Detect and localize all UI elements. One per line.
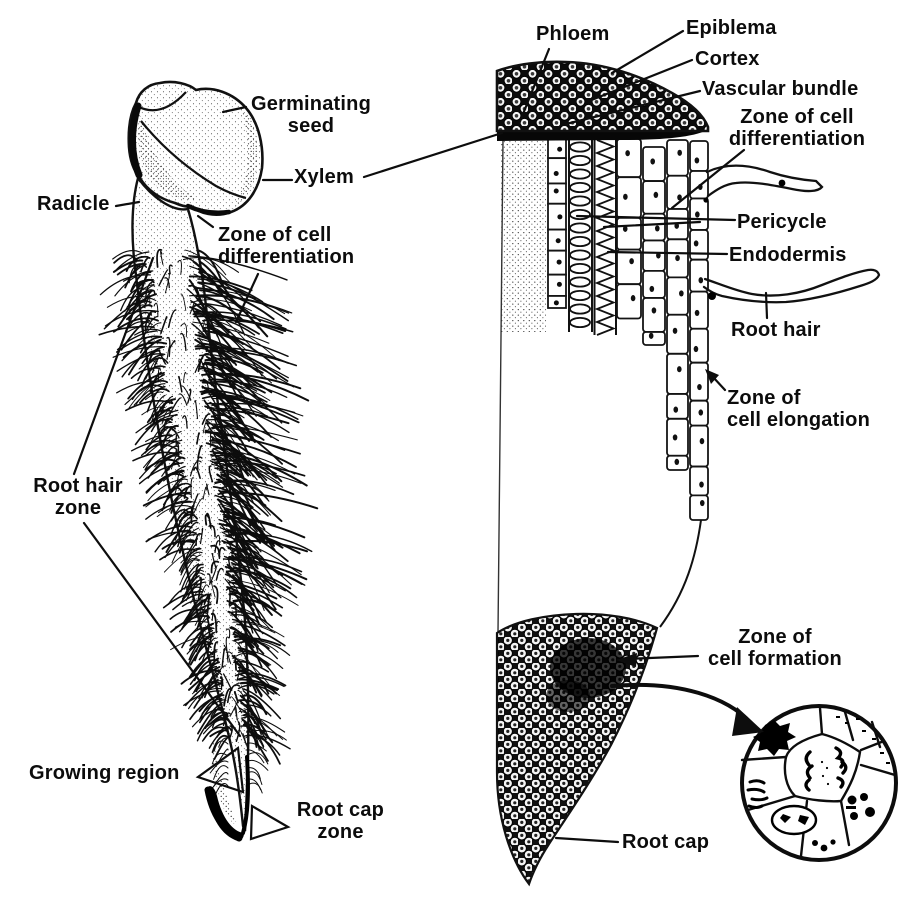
- leader-zone-differentiation-left-2: [234, 272, 260, 324]
- label-line: differentiation: [728, 128, 866, 150]
- label-line: Germinating: [251, 93, 371, 115]
- seed-dark-crescent: [129, 102, 143, 179]
- seed-shading-left: [138, 112, 196, 200]
- root-hair-strokes: [98, 248, 319, 796]
- root-hair-lower-nucleus: [708, 292, 716, 300]
- root-cap-zone-bracket: [249, 804, 291, 841]
- leader-root-hair-zone-upper: [72, 256, 155, 476]
- leader-root-hair: [764, 291, 769, 320]
- mitosis-inset: [740, 704, 898, 862]
- label-line: cell formation: [708, 648, 842, 670]
- label-radicle: Radicle: [37, 193, 110, 215]
- arrowheads: [616, 369, 764, 736]
- label-zone-differentiation-right: Zone of cell differentiation: [722, 106, 872, 150]
- label-root-hair: Root hair: [731, 319, 821, 341]
- section-left-outline: [497, 138, 504, 633]
- section-cell-columns: [547, 138, 709, 521]
- leader-phloem: [517, 47, 551, 126]
- label-line: zone: [54, 497, 102, 519]
- label-xylem: Xylem: [294, 166, 354, 188]
- label-epiblema: Epiblema: [686, 17, 777, 39]
- seedling-figure: [98, 80, 319, 842]
- leader-epiblema: [610, 29, 685, 75]
- seedling-root-cap-arc: [204, 786, 243, 842]
- root-hair-upper-nucleus: [778, 179, 786, 187]
- meristem-dark-cluster-2: [546, 680, 590, 712]
- label-endodermis: Endodermis: [729, 244, 847, 266]
- leader-endodermis: [606, 250, 729, 256]
- leader-vascular-bundle: [564, 89, 702, 126]
- label-zone-differentiation-left: Zone of cell differentiation: [218, 224, 354, 268]
- seed-base-shadow: [185, 203, 232, 215]
- label-germinating-seed: Germinating seed: [247, 93, 375, 137]
- zone-formation-arrowhead: [616, 653, 637, 667]
- label-line: Zone of cell: [218, 224, 332, 246]
- seed-shading-right: [231, 112, 258, 210]
- label-zone-elongation: Zone of cell elongation: [727, 387, 870, 431]
- leader-radicle: [114, 200, 141, 208]
- inset-arrowhead: [732, 707, 764, 736]
- leader-zone-formation: [624, 654, 700, 661]
- label-line: Zone of: [738, 626, 812, 648]
- label-line: seed: [287, 115, 335, 137]
- leader-pericycle: [575, 214, 737, 222]
- label-line: Root cap: [296, 799, 385, 821]
- granules-topright: [836, 716, 890, 764]
- wall-dot: [703, 197, 709, 203]
- chromosomes-center: [804, 746, 848, 792]
- chromosomes-bottomright: [846, 793, 875, 820]
- label-growing-region: Growing region: [29, 762, 180, 784]
- label-line: differentiation: [218, 246, 355, 268]
- tip-dark-edge: [241, 755, 250, 835]
- leader-zone-differentiation-left: [196, 214, 215, 229]
- telophase-cell: [770, 804, 818, 836]
- root-hair-upper: [705, 164, 824, 198]
- xylem-column-borders: [568, 139, 593, 332]
- seedling-root-cap: [207, 786, 244, 841]
- label-root-cap-zone: Root cap zone: [287, 799, 394, 843]
- label-root-cap: Root cap: [622, 831, 710, 853]
- telophase-chromatin: [780, 814, 809, 825]
- label-line: Root hair: [33, 475, 123, 497]
- chromosomes-left: [746, 779, 769, 809]
- chromosomes-bottom: [812, 839, 836, 852]
- zone-elongation-arrowhead: [705, 369, 719, 384]
- leader-pericycle-2: [602, 220, 702, 229]
- leader-germinating-seed: [221, 105, 248, 114]
- root-section-figure: [495, 60, 881, 887]
- leader-zone-differentiation-right: [670, 148, 746, 210]
- label-line: zone: [317, 821, 364, 843]
- label-phloem: Phloem: [536, 23, 610, 45]
- label-pericycle: Pericycle: [737, 211, 827, 233]
- section-stipple-column: [500, 139, 546, 332]
- label-zone-formation: Zone of cell formation: [700, 626, 850, 670]
- label-line: cell elongation: [727, 409, 871, 431]
- section-dark-band: [497, 119, 709, 141]
- spiral-xylem-borders: [593, 139, 617, 335]
- label-line: Zone of: [727, 387, 801, 409]
- section-right-lower-outline: [659, 519, 702, 628]
- spindle-dots: [820, 760, 830, 786]
- leader-root-cap: [554, 836, 620, 844]
- label-cortex: Cortex: [695, 48, 760, 70]
- leader-xylem-right: [362, 131, 504, 179]
- leader-root-hair-zone-lower: [82, 521, 242, 738]
- label-line: Zone of cell: [740, 106, 854, 128]
- label-root-hair-zone: Root hair zone: [24, 475, 132, 519]
- leader-cortex: [587, 58, 694, 103]
- root-hair-lower: [702, 268, 881, 304]
- chromosome-mass-topleft: [753, 720, 796, 756]
- growing-region-bracket: [195, 746, 245, 794]
- leader-lines: [72, 29, 769, 844]
- seed-cotyledon-divider: [140, 120, 247, 200]
- label-vascular-bundle: Vascular bundle: [702, 78, 859, 100]
